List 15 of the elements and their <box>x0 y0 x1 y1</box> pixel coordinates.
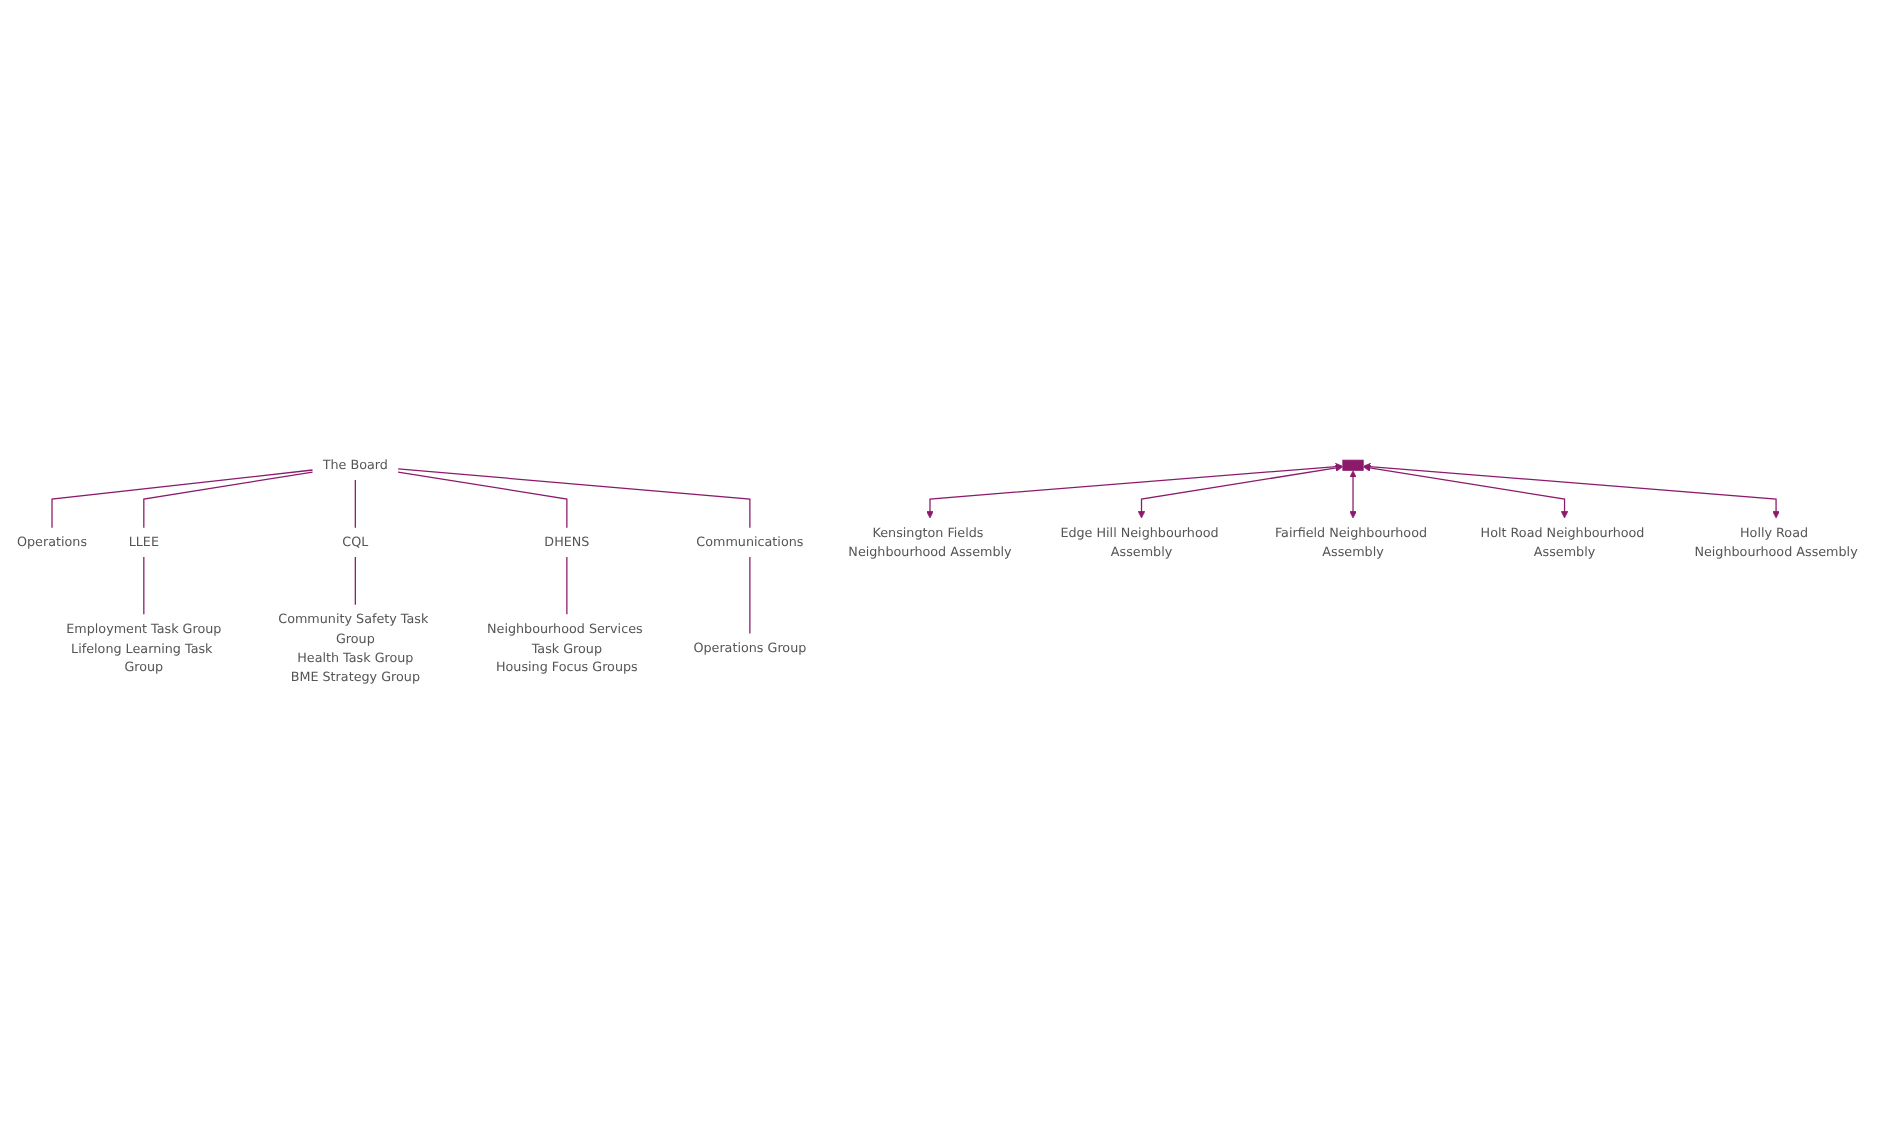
arrow <box>1363 462 1780 519</box>
arrow <box>1363 464 1569 519</box>
arrow <box>1349 470 1357 519</box>
connector <box>51 469 314 529</box>
arrow <box>1137 464 1343 519</box>
connector <box>143 556 145 615</box>
connector <box>397 471 568 529</box>
connector <box>566 556 568 615</box>
connector <box>354 479 356 529</box>
connector <box>749 556 751 635</box>
connector <box>354 556 356 606</box>
connector <box>143 471 314 529</box>
arrow <box>926 462 1343 519</box>
node-bar <box>1342 459 1364 471</box>
connector <box>397 468 751 529</box>
